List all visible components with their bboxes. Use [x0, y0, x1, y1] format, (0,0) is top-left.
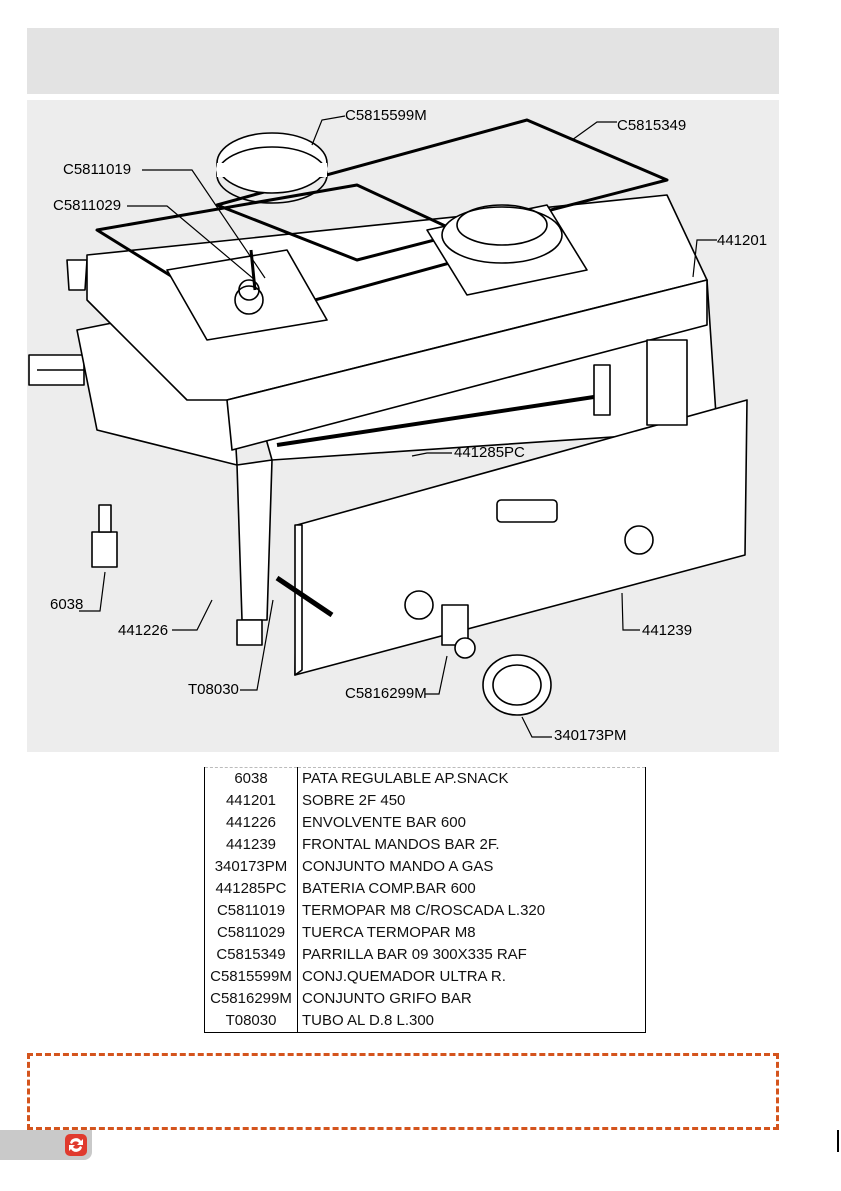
part-code: 441226 [204, 812, 298, 834]
callout-c5815349: C5815349 [617, 117, 687, 134]
part-description: TUBO AL D.8 L.300 [297, 1010, 646, 1033]
burner-ultra-right [441, 206, 563, 264]
part-description: TUERCA TERMOPAR M8 [297, 922, 646, 944]
callout-6038: 6038 [50, 596, 84, 613]
page-edge-mark [837, 1130, 839, 1152]
part-code: 441239 [204, 834, 298, 856]
callout-441285pc: 441285PC [454, 444, 525, 461]
exploded-view-drawing: C5815599M C5815349 C5811019 C5811029 441… [27, 100, 779, 752]
part-description: ENVOLVENTE BAR 600 [297, 812, 646, 834]
adjustable-leg [91, 531, 118, 568]
part-code: C5811029 [204, 922, 298, 944]
callout-340173pm: 340173PM [554, 727, 627, 744]
part-code: C5816299M [204, 988, 298, 1010]
gas-tube [275, 575, 334, 618]
brand-logo-icon [65, 1134, 87, 1156]
part-code: C5815599M [204, 966, 298, 988]
callout-t08030: T08030 [188, 681, 239, 698]
brand-badge [496, 499, 558, 523]
part-description: FRONTAL MANDOS BAR 2F. [297, 834, 646, 856]
notice-box [27, 1053, 779, 1130]
gas-manifold [276, 393, 608, 447]
part-code: C5815349 [204, 944, 298, 966]
grid-right [215, 118, 669, 262]
body-side-edge [236, 459, 273, 621]
part-code: 441285PC [204, 878, 298, 900]
callout-c5816299m: C5816299M [345, 685, 427, 702]
exploded-view-svg [28, 115, 748, 738]
callout-c5811019: C5811019 [63, 161, 132, 178]
callout-c5811029: C5811029 [53, 197, 122, 214]
part-code: 340173PM [204, 856, 298, 878]
part-description: PATA REGULABLE AP.SNACK [297, 767, 646, 790]
header-band [27, 28, 779, 94]
part-description: TERMOPAR M8 C/ROSCADA L.320 [297, 900, 646, 922]
part-description: CONJUNTO MANDO A GAS [297, 856, 646, 878]
part-code: T08030 [204, 1010, 298, 1033]
part-code: 441201 [204, 790, 298, 812]
callout-441201: 441201 [717, 232, 768, 249]
part-description: PARRILLA BAR 09 300X335 RAF [297, 944, 646, 966]
part-description: CONJ.QUEMADOR ULTRA R. [297, 966, 646, 988]
callout-441239: 441239 [642, 622, 693, 639]
top-plate-front-lip [226, 279, 708, 451]
part-description: SOBRE 2F 450 [297, 790, 646, 812]
part-code: C5811019 [204, 900, 298, 922]
side-bracket [66, 259, 88, 291]
callout-c5815599m: C5815599M [345, 107, 427, 124]
callout-441226: 441226 [118, 622, 169, 639]
part-description: BATERIA COMP.BAR 600 [297, 878, 646, 900]
part-description: CONJUNTO GRIFO BAR [297, 988, 646, 1010]
part-code: 6038 [204, 767, 298, 790]
